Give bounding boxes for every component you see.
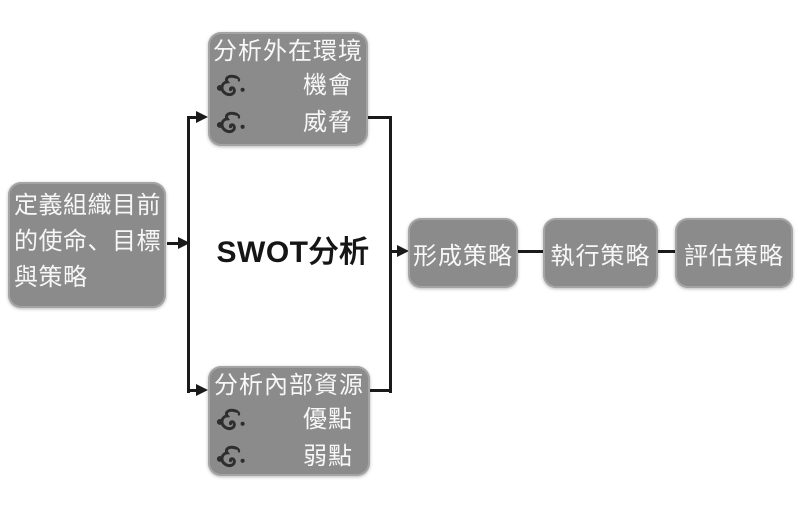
left-branch-line (187, 116, 190, 393)
external-analysis-box: 分析外在環境 機會 威脅 (208, 32, 368, 146)
formulate-strategy-label: 形成策略 (413, 242, 513, 270)
formulate-strategy-box: 形成策略 (408, 218, 518, 288)
external-arrowhead-icon (196, 111, 208, 123)
implement-strategy-label: 執行策略 (550, 242, 651, 270)
internal-merge-line (370, 389, 392, 392)
internal-arrowhead-icon (196, 384, 208, 396)
internal-item-strengths: 優點 (208, 404, 370, 438)
implement-strategy-box: 執行策略 (543, 218, 658, 288)
external-merge-line (368, 116, 392, 119)
implement-evaluate-connector (658, 250, 675, 253)
ornament-bullet-icon (216, 408, 245, 431)
ornament-bullet-icon (216, 111, 245, 134)
right-branch-line (389, 116, 392, 393)
evaluate-strategy-label: 評估策略 (684, 242, 784, 270)
mission-line-1: 定義組織目前 (14, 192, 161, 219)
internal-item-label: 弱點 (303, 443, 353, 470)
mission-line-3: 與策略 (14, 264, 88, 291)
external-item-label: 機會 (303, 72, 353, 99)
external-item-label: 威脅 (303, 109, 353, 136)
ornament-bullet-icon (216, 445, 245, 468)
evaluate-strategy-box: 評估策略 (675, 218, 793, 288)
formulate-arrow-line (391, 250, 399, 253)
external-arrow-line (187, 116, 197, 119)
mission-line-2: 的使命、目標 (14, 228, 161, 255)
external-item-threats: 威脅 (208, 107, 368, 141)
external-box-title: 分析外在環境 (213, 38, 363, 65)
internal-arrow-line (187, 389, 197, 392)
ornament-bullet-icon (216, 74, 245, 97)
internal-analysis-box: 分析內部資源 優點 弱點 (208, 366, 370, 476)
swot-analysis-label: SWOT分析 (216, 236, 370, 269)
mission-box: 定義組織目前 的使命、目標 與策略 (8, 182, 166, 308)
internal-item-label: 優點 (303, 406, 353, 433)
internal-item-weaknesses: 弱點 (208, 441, 370, 475)
formulate-implement-connector (518, 250, 543, 253)
external-item-opportunities: 機會 (208, 70, 368, 104)
mission-arrow-line (167, 242, 180, 245)
formulate-arrowhead-icon (397, 245, 409, 257)
internal-box-title: 分析內部資源 (214, 372, 364, 399)
